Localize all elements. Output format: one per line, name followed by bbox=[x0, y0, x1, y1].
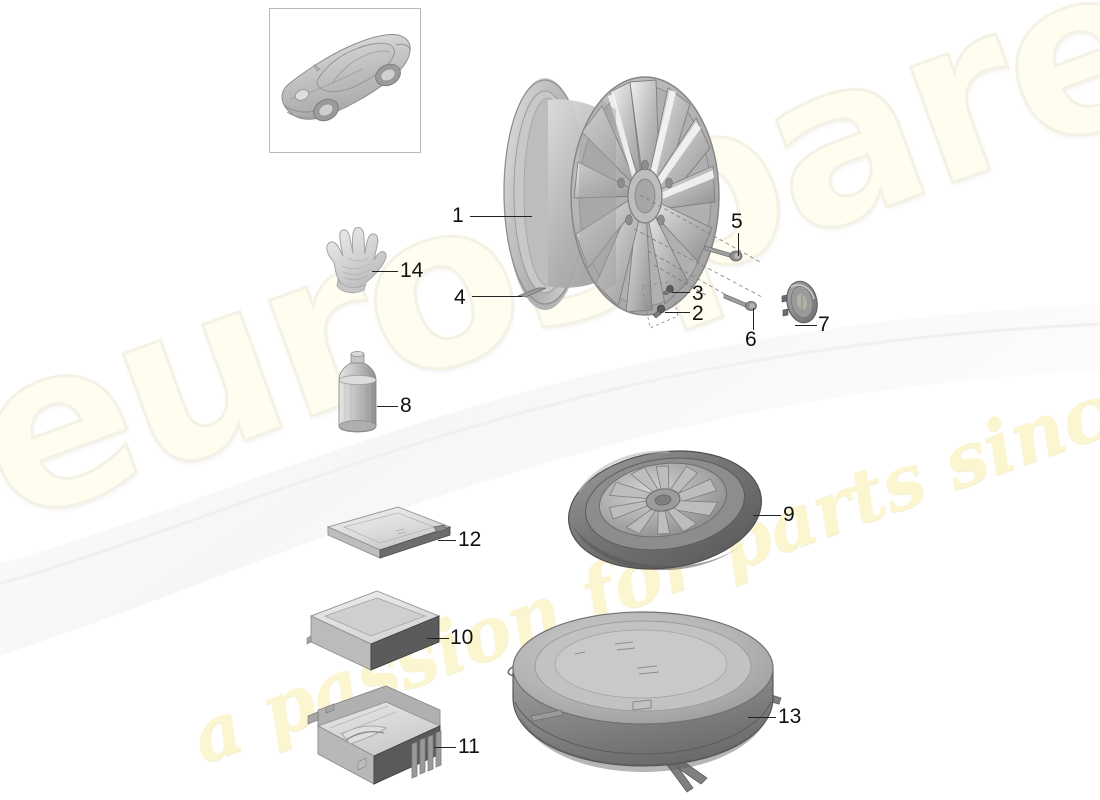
bolt-alignment-guides bbox=[633, 194, 763, 298]
leader-line-3 bbox=[672, 292, 690, 293]
leader-line-14 bbox=[372, 271, 398, 272]
wheel-bolt-short bbox=[722, 290, 770, 312]
balance-weight bbox=[516, 285, 548, 301]
leader-line-13 bbox=[748, 717, 776, 718]
leader-line-8 bbox=[377, 406, 398, 407]
alloy-wheel-rim bbox=[470, 70, 740, 320]
leader-line-9 bbox=[753, 515, 781, 516]
callout-7: 7 bbox=[818, 313, 830, 336]
leader-line-1 bbox=[470, 216, 532, 217]
callout-4: 4 bbox=[454, 286, 466, 309]
wheel-center-cap bbox=[778, 277, 824, 327]
callout-11: 11 bbox=[458, 735, 480, 758]
valve-cap-art bbox=[662, 285, 674, 296]
callout-2: 2 bbox=[692, 302, 704, 325]
leader-line-6 bbox=[753, 308, 754, 330]
leader-line-7 bbox=[795, 325, 817, 326]
callout-3: 3 bbox=[692, 282, 704, 305]
valve-assembly-group bbox=[630, 280, 700, 340]
callout-12: 12 bbox=[458, 528, 482, 551]
leader-line-12 bbox=[438, 540, 456, 541]
callout-5: 5 bbox=[731, 210, 743, 233]
callout-13: 13 bbox=[778, 705, 802, 728]
collapsible-spare-wheel bbox=[565, 440, 765, 575]
valve-insert-art bbox=[652, 304, 665, 319]
leader-line-4 bbox=[472, 296, 522, 297]
callout-1: 1 bbox=[452, 204, 464, 227]
leader-line-10 bbox=[427, 638, 449, 639]
wheel-bolt-long bbox=[703, 240, 751, 262]
callout-9: 9 bbox=[783, 503, 795, 526]
cover-lid bbox=[322, 505, 456, 575]
protective-gloves bbox=[316, 222, 392, 294]
callout-8: 8 bbox=[400, 394, 412, 417]
vehicle-thumbnail bbox=[269, 8, 421, 153]
leader-line-11 bbox=[434, 747, 456, 748]
callout-6: 6 bbox=[745, 328, 757, 351]
foam-storage-tray bbox=[305, 586, 447, 676]
callout-10: 10 bbox=[450, 626, 474, 649]
callout-14: 14 bbox=[400, 259, 424, 282]
leader-line-5 bbox=[738, 233, 739, 256]
spare-wheel-bag bbox=[497, 606, 787, 796]
porsche-911-turbo-icon bbox=[281, 34, 411, 122]
leader-line-2 bbox=[665, 312, 690, 313]
tool-kit-bracket bbox=[300, 682, 458, 794]
tire-sealant-bottle bbox=[331, 350, 387, 435]
